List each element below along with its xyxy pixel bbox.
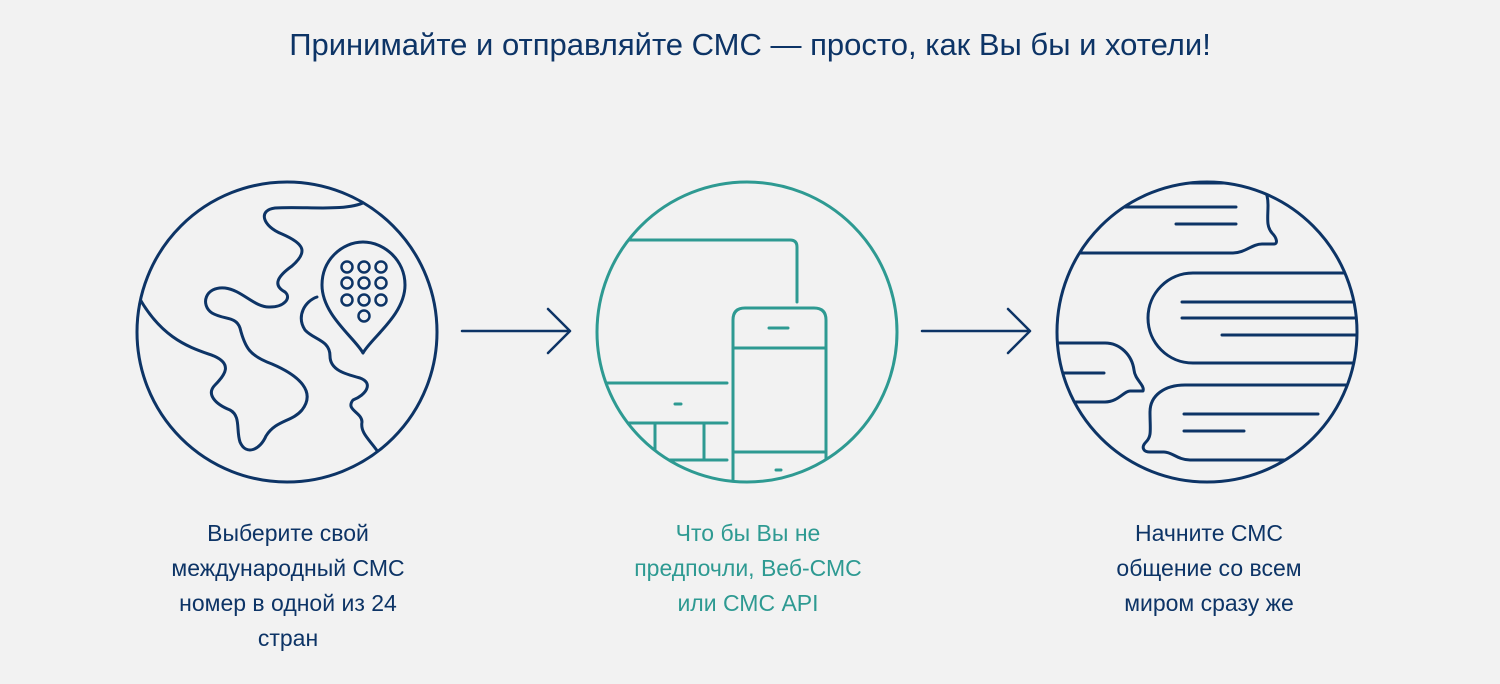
- map-pin-icon: [320, 240, 407, 355]
- arrow-right-icon: [460, 307, 572, 355]
- monitor-outline: [597, 238, 799, 304]
- continent-outline: [137, 200, 367, 452]
- chat-bubble: [1146, 271, 1357, 365]
- chat-bubbles-icon: [1055, 180, 1359, 484]
- arrow-right-icon: [920, 307, 1032, 355]
- chat-bubble: [1057, 182, 1278, 255]
- step-2-caption: Что бы Вы не предпочли, Веб-СМС или СМС …: [634, 520, 862, 616]
- chat-bubble: [1141, 383, 1357, 462]
- devices-circle: [595, 180, 899, 484]
- devices-icon: [595, 180, 899, 484]
- step-1-caption: Выберите свой международный СМС номер в …: [171, 520, 405, 651]
- page-title: Принимайте и отправляйте СМС — просто, к…: [289, 27, 1211, 62]
- phone-outline: [731, 306, 828, 482]
- continent-outline: [299, 295, 380, 454]
- keypad-icon: [340, 260, 388, 323]
- step-3-caption: Начните СМС общение со всем миром сразу …: [1116, 520, 1302, 616]
- chat-bubble: [1057, 341, 1145, 404]
- chat-circle: [1055, 180, 1359, 484]
- globe-pin-keypad-icon: [135, 180, 439, 484]
- globe-circle: [135, 180, 439, 484]
